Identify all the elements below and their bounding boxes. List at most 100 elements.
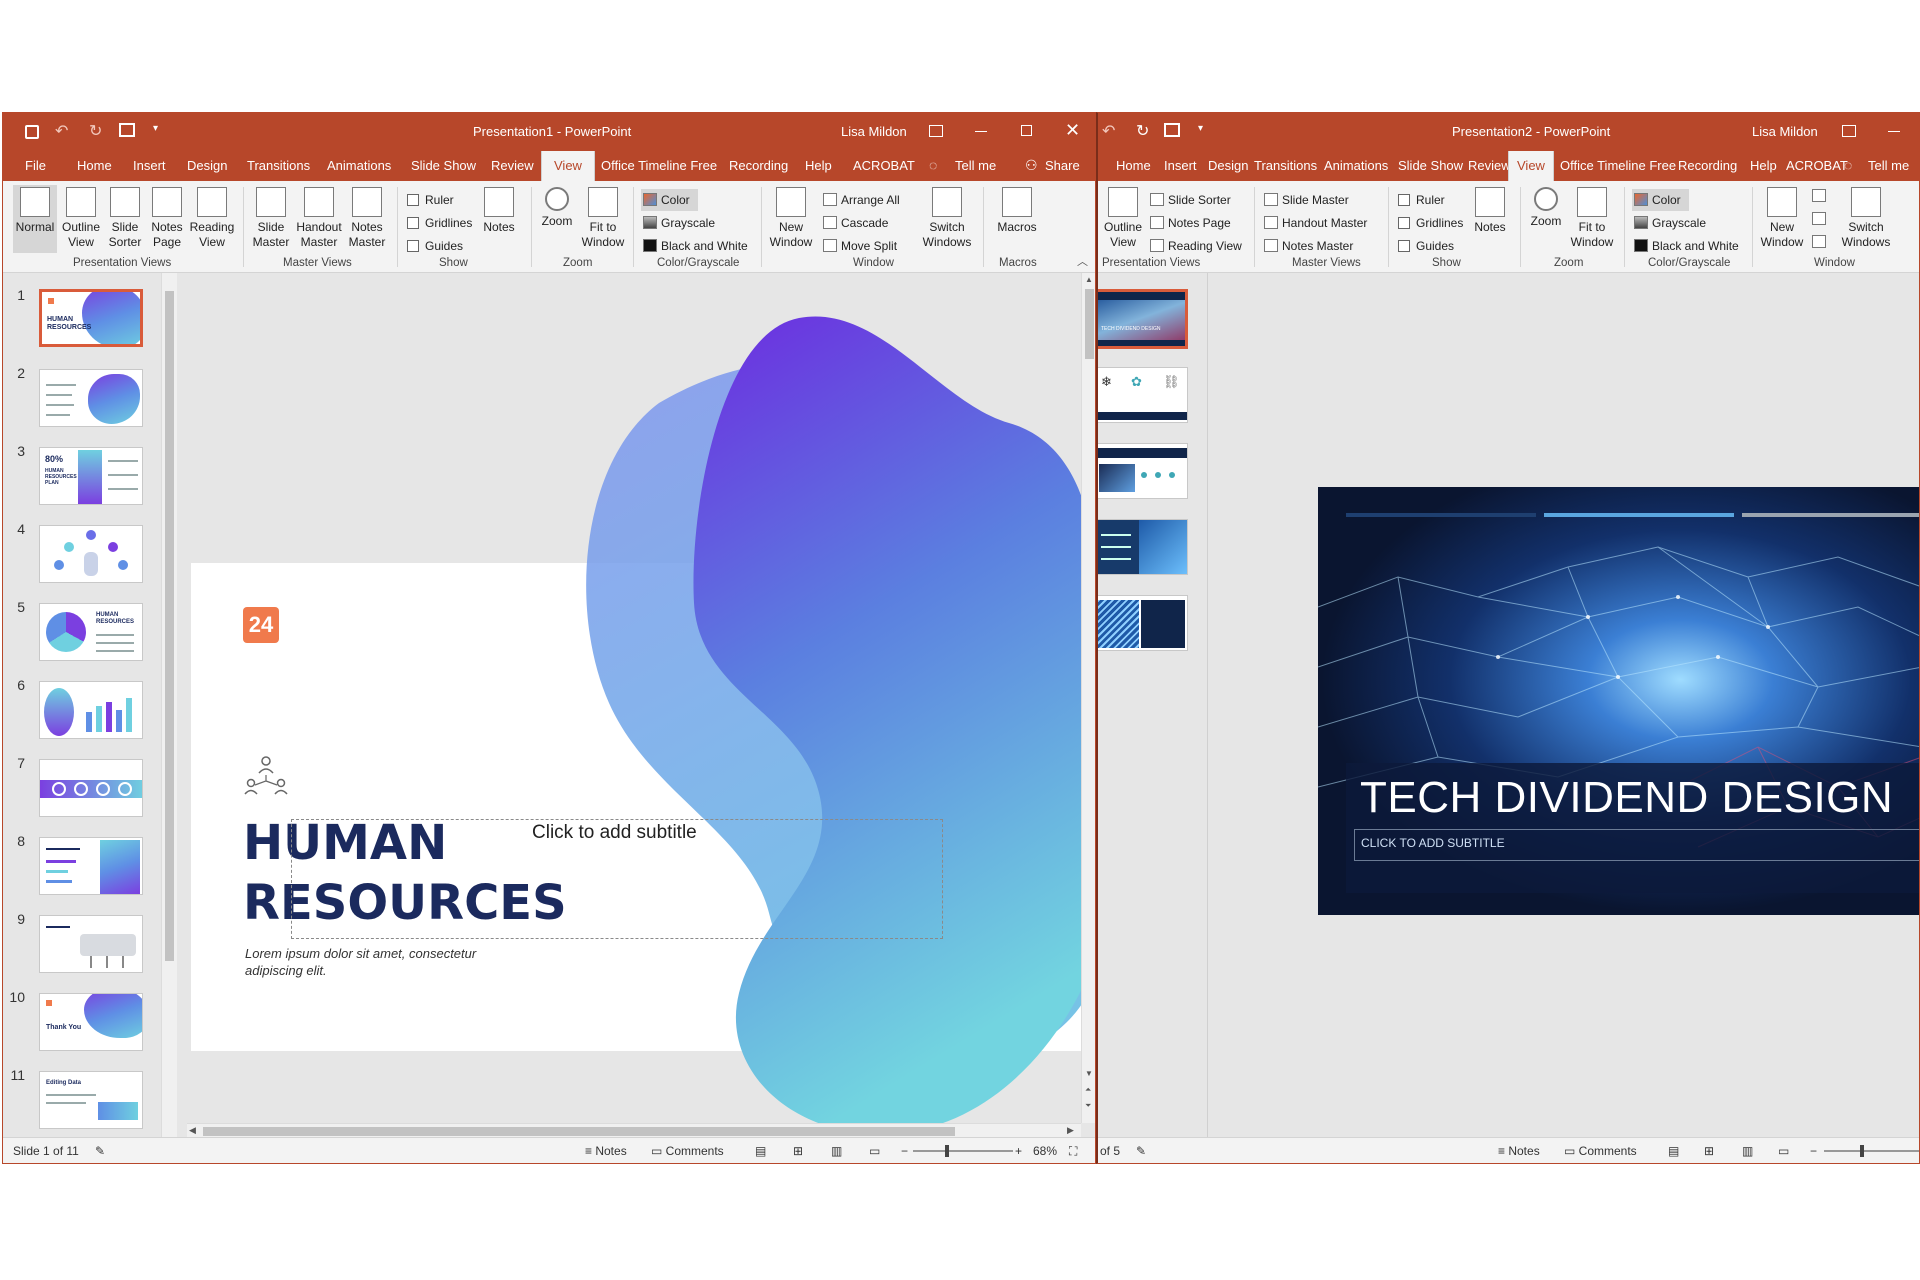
- slide-body-text[interactable]: Lorem ipsum dolor sit amet, consectetur …: [245, 946, 477, 978]
- fit-slide-icon[interactable]: ⛶: [1069, 1144, 1078, 1158]
- slide-thumbnail[interactable]: [39, 681, 143, 739]
- tab-slide-show[interactable]: Slide Show: [411, 158, 477, 173]
- previous-slide-icon[interactable]: ⏶: [1085, 1085, 1092, 1094]
- normal-view-button[interactable]: Normal: [13, 185, 57, 253]
- notes-master-button[interactable]: Notes Master: [1262, 235, 1353, 257]
- black-and-white-button[interactable]: Black and White: [1632, 235, 1739, 257]
- next-slide-icon[interactable]: ⏷: [1085, 1101, 1092, 1110]
- customize-qat-icon[interactable]: ▾: [153, 123, 159, 134]
- tab-recording[interactable]: Recording: [729, 158, 789, 173]
- fit-to-window-button[interactable]: Fit to Window: [579, 185, 627, 250]
- slide-master-button[interactable]: Slide Master: [1262, 189, 1349, 211]
- slide-thumbnail[interactable]: [1098, 519, 1188, 575]
- move-split-button[interactable]: Move Split: [821, 235, 897, 257]
- notes-button[interactable]: Notes: [479, 185, 519, 235]
- undo-icon[interactable]: ↶: [55, 123, 69, 140]
- slide-thumbnail[interactable]: [39, 915, 143, 973]
- tab-design[interactable]: Design: [1208, 158, 1249, 173]
- slide-sorter-button[interactable]: Slide Sorter: [105, 185, 145, 250]
- slide-thumbnail[interactable]: [39, 525, 143, 583]
- new-window-button[interactable]: New Window: [767, 185, 815, 250]
- black-and-white-button[interactable]: Black and White: [641, 235, 748, 257]
- redo-icon[interactable]: ↻: [1136, 123, 1150, 140]
- slide-thumbnail[interactable]: Thank You: [39, 993, 143, 1051]
- arrange-all-icon[interactable]: [1812, 189, 1826, 202]
- tab-animations[interactable]: Animations: [1324, 158, 1389, 173]
- tab-design[interactable]: Design: [187, 158, 228, 173]
- scrollbar-thumb[interactable]: [1085, 289, 1094, 359]
- slide-thumbnail[interactable]: 80% HUMAN RESOURCES PLAN: [39, 447, 143, 505]
- slideshow-icon[interactable]: ▭: [869, 1144, 881, 1158]
- tab-office-timeline[interactable]: Office Timeline Free: [601, 158, 718, 173]
- slide-thumbnail[interactable]: [39, 837, 143, 895]
- user-name[interactable]: Lisa Mildon: [841, 124, 907, 139]
- thumbnail-scrollbar[interactable]: [161, 273, 177, 1139]
- share-button[interactable]: Share: [1045, 158, 1080, 173]
- new-window-button[interactable]: New Window: [1758, 185, 1806, 250]
- grayscale-button[interactable]: Grayscale: [1632, 212, 1706, 234]
- slide-thumbnail[interactable]: HUMAN RESOURCES: [39, 289, 143, 347]
- tab-help[interactable]: Help: [1750, 158, 1777, 173]
- cascade-button[interactable]: Cascade: [821, 212, 888, 234]
- notes-toggle[interactable]: ≡ Notes: [1498, 1144, 1540, 1158]
- scrollbar-thumb[interactable]: [165, 291, 174, 961]
- reading-view-button[interactable]: Reading View: [1148, 235, 1242, 257]
- outline-view-button[interactable]: Outline View: [1102, 185, 1144, 250]
- outline-view-button[interactable]: Outline View: [59, 185, 103, 250]
- ribbon-display-icon[interactable]: [1842, 125, 1856, 137]
- scroll-right-icon[interactable]: ▶: [1067, 1125, 1074, 1135]
- scroll-down-icon[interactable]: ▼: [1085, 1069, 1093, 1078]
- zoom-slider-thumb[interactable]: [945, 1145, 949, 1157]
- tab-file[interactable]: File: [25, 158, 46, 173]
- tell-me-search[interactable]: Tell me: [955, 158, 997, 173]
- scroll-left-icon[interactable]: ◀: [189, 1125, 196, 1135]
- handout-master-button[interactable]: Handout Master: [1262, 212, 1367, 234]
- zoom-out-icon[interactable]: −: [901, 1144, 909, 1158]
- slide-master-button[interactable]: Slide Master: [249, 185, 293, 250]
- slide-horizontal-scrollbar[interactable]: ◀ ▶: [187, 1123, 1081, 1139]
- subtitle-placeholder[interactable]: CLICK TO ADD SUBTITLE: [1354, 829, 1919, 861]
- zoom-level[interactable]: 68%: [1033, 1144, 1058, 1158]
- notes-master-button[interactable]: Notes Master: [345, 185, 389, 250]
- slide-thumbnail[interactable]: [1098, 595, 1188, 651]
- tab-transitions[interactable]: Transitions: [1254, 158, 1318, 173]
- notes-page-button[interactable]: Notes Page: [1148, 212, 1231, 234]
- guides-checkbox[interactable]: Guides: [1396, 235, 1454, 257]
- tab-view[interactable]: View: [1508, 151, 1554, 181]
- tab-help[interactable]: Help: [805, 158, 832, 173]
- slide-thumbnail[interactable]: Editing Data: [39, 1071, 143, 1129]
- reading-view-icon[interactable]: ▥: [1742, 1144, 1754, 1158]
- tab-view[interactable]: View: [541, 151, 595, 181]
- gridlines-checkbox[interactable]: Gridlines: [1396, 212, 1463, 234]
- close-icon[interactable]: ✕: [1065, 120, 1081, 140]
- move-split-icon[interactable]: [1812, 235, 1826, 248]
- slide-thumbnail[interactable]: [1098, 443, 1188, 499]
- cascade-icon[interactable]: [1812, 212, 1826, 225]
- ruler-checkbox[interactable]: Ruler: [1396, 189, 1445, 211]
- redo-icon[interactable]: ↻: [89, 123, 103, 140]
- notes-toggle[interactable]: ≡ Notes: [585, 1144, 627, 1158]
- reading-view-icon[interactable]: ▥: [831, 1144, 843, 1158]
- ribbon-display-icon[interactable]: [929, 125, 943, 137]
- tab-acrobat[interactable]: ACROBAT: [853, 158, 915, 173]
- slide-sorter-button[interactable]: Slide Sorter: [1148, 189, 1231, 211]
- normal-view-icon[interactable]: ▤: [755, 1144, 767, 1158]
- undo-icon[interactable]: ↶: [1102, 123, 1116, 140]
- collapse-ribbon-icon[interactable]: ︿: [1077, 256, 1088, 268]
- zoom-button[interactable]: Zoom: [537, 185, 577, 229]
- macros-button[interactable]: Macros: [993, 185, 1041, 235]
- spellcheck-icon[interactable]: ✎: [1136, 1144, 1147, 1158]
- zoom-slider-thumb[interactable]: [1860, 1145, 1864, 1157]
- slide-thumbnail[interactable]: ❄ ✿ ⛓: [1098, 367, 1188, 423]
- slideshow-icon[interactable]: ▭: [1778, 1144, 1790, 1158]
- tab-review[interactable]: Review: [491, 158, 534, 173]
- present-icon[interactable]: [119, 123, 135, 137]
- present-icon[interactable]: [1164, 123, 1180, 137]
- customize-qat-icon[interactable]: ▾: [1198, 123, 1204, 134]
- user-name[interactable]: Lisa Mildon: [1752, 124, 1818, 139]
- zoom-button[interactable]: Zoom: [1526, 185, 1566, 229]
- tab-slide-show[interactable]: Slide Show: [1398, 158, 1464, 173]
- tab-insert[interactable]: Insert: [133, 158, 166, 173]
- slide-title[interactable]: HUMAN RESOURCES: [243, 813, 567, 933]
- slide-thumbnail[interactable]: TECH DIVIDEND DESIGN: [1098, 289, 1188, 349]
